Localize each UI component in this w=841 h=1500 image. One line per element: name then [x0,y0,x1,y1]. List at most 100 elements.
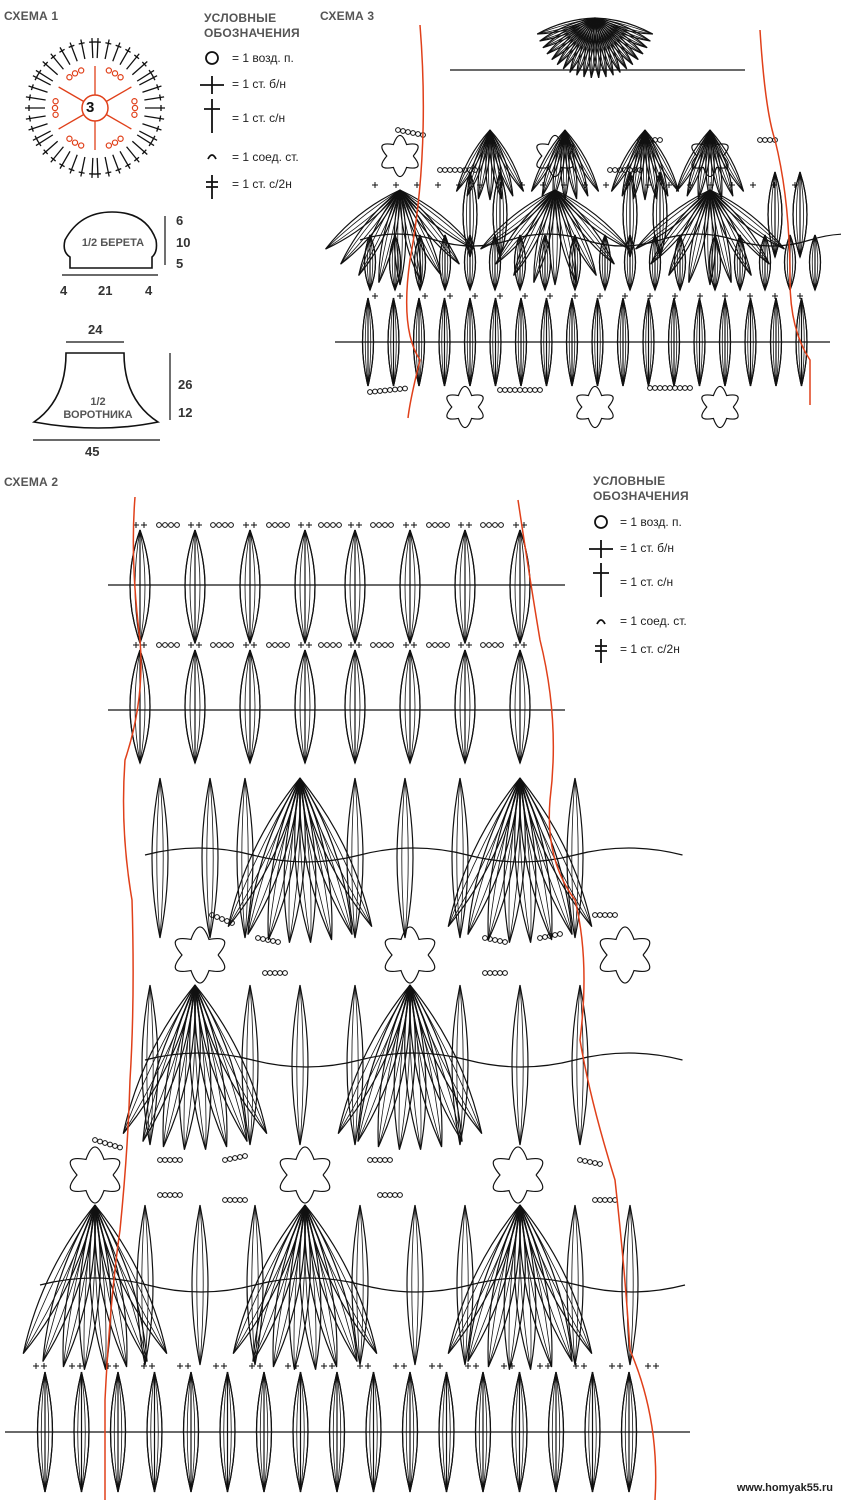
leaf-motif [474,1371,492,1493]
petal-bar [125,163,131,168]
chain-stitch [228,642,234,648]
chain-stitch [227,1156,233,1162]
fan-leaf-stitch [688,189,711,283]
chain-stitch [222,642,228,648]
chain-stitch [382,522,388,528]
leaf-stitch [592,1371,597,1493]
leaf-stitch [186,1371,192,1493]
leaf-stitch [736,234,741,291]
chain-stitch [107,1141,113,1148]
leaf-stitch [478,1371,484,1493]
sc-stitch [105,1363,111,1369]
leaf-motif [36,1371,54,1493]
sc-stitch [513,642,519,648]
fan-leaf-stitch [251,1204,259,1366]
fan-leaf [393,984,416,1150]
chain-stitch [677,385,683,391]
leaf-outline [109,1371,127,1493]
chain-stitch [397,1192,403,1198]
leaf-outline [489,297,502,387]
sc-stitch [771,182,777,188]
petal-bar [141,61,147,67]
leaf-stitch [194,649,201,764]
leaf-stitch [739,234,744,291]
petal-bar [148,140,153,147]
leaf-outline [758,234,772,292]
fan-leaf-stitch [519,1204,593,1354]
chain-stitch [432,642,438,648]
leaf-motif [438,234,452,292]
chain-stitch [757,137,763,143]
sc-stitch [447,293,453,299]
petal-bar [125,48,131,53]
sc-stitch [537,1363,543,1369]
sc-stitch [472,293,478,299]
sc-stitch [196,642,202,648]
fan-leaf [406,1204,424,1366]
leaf-outline [808,234,822,292]
leaf-outline [769,297,783,387]
sc-stitch [519,182,525,188]
sc-stitch [397,293,403,299]
fan-leaf-stitch [626,1204,634,1366]
chain-stitch [542,934,548,940]
leaf-stitch [150,1371,155,1493]
tall-cross-icon [593,563,609,597]
fan-motif [22,1204,168,1370]
sc-stitch [498,182,504,188]
leaf-motif [388,234,402,292]
leaf-stitch [394,234,399,291]
legend2-title-line2: ОБОЗНАЧЕНИЯ [593,489,689,503]
leaf-stitch [597,297,601,387]
petal-bar [151,135,156,142]
red-chain-stitch [71,139,79,146]
chain-stitch [157,1157,163,1163]
sc-stitch [456,182,462,188]
leaf-stitch [390,297,394,387]
petal-dc-stitch [35,69,54,82]
fan-leaf [511,984,529,1146]
chain-stitch [480,642,486,648]
fan-leaf-stitch [156,777,164,939]
chain-stitch [282,970,288,976]
leaf-stitch [369,1371,374,1493]
chain-stitch [370,522,376,528]
fan-leaf [291,984,309,1146]
petal-dc-stitch [126,146,140,163]
red-dc-stitch [105,113,132,130]
petal-dc-stitch [32,130,51,141]
chain-stitch [367,389,373,395]
chain-stitch [426,522,432,528]
sc-stitch [393,1363,399,1369]
leaf-stitch [811,234,816,291]
legend-item-tr: = 1 ст. с/2н [232,177,292,191]
red-chain-stitch [66,135,73,142]
leaf-motif [693,297,706,387]
leaf-stitch [367,297,372,387]
leaf-stitch [544,234,549,291]
fan-leaf [142,984,196,1142]
leaf-stitch [404,649,411,764]
leaf-stitch [551,1371,557,1493]
leaf-motif [488,234,502,292]
leaf-stitch [190,1371,196,1493]
leaf-motif [239,649,261,765]
fan-motif [536,17,654,79]
legend2-item-tr: = 1 ст. с/2н [620,642,680,656]
leaf-motif [463,234,477,292]
leaf-motif [294,529,316,645]
leaf-stitch [629,171,634,258]
fan-leaf [503,777,526,943]
sc-stitch [306,522,312,528]
beret-outline [63,211,158,269]
chain-stitch [237,1197,243,1203]
chain-stitch [607,912,613,918]
sc-stitch [429,1363,435,1369]
petal-bar [30,84,34,91]
chain-stitch [209,912,215,918]
leaf-stitch [299,529,306,644]
fan-leaf-stitch [467,777,521,935]
leaf-stitch [44,1371,50,1493]
sc-stitch [348,522,354,528]
